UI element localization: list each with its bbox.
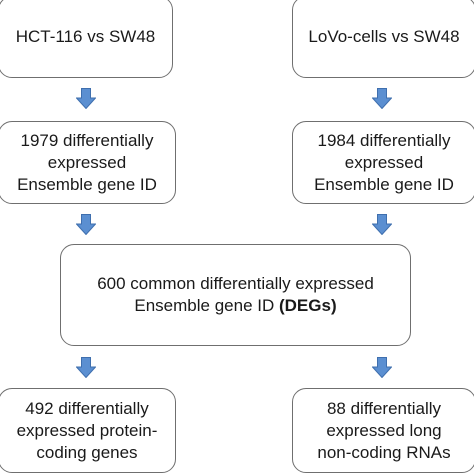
box-88-line-3: non-coding RNAs [317,442,451,462]
down-arrow-icon [76,214,96,235]
box-hct116-label: HCT-116 vs SW48 [15,27,156,46]
down-arrow-icon [372,214,392,235]
box-1979-line-1: 1979 differentially [20,130,154,150]
down-arrow-icon [76,88,96,109]
box-1979-line-3: Ensemble gene ID [17,174,157,194]
box-492-protein-coding: 492 differentially expressed protein- co… [0,388,176,473]
box-common-line-2: Ensemble gene ID (DEGs) [97,295,374,317]
box-1979-degs: 1979 differentially expressed Ensemble g… [0,121,176,204]
box-492-line-1: 492 differentially [25,398,149,418]
box-lovo-label: LoVo-cells vs SW48 [308,27,460,46]
box-common-line-2-text: Ensemble gene ID [134,296,279,315]
box-492-line-3: coding genes [36,442,138,462]
down-arrow-icon [76,357,96,378]
box-1979-line-2: expressed [47,152,127,172]
box-hct116-vs-sw48: HCT-116 vs SW48 [0,0,173,78]
box-1984-degs: 1984 differentially expressed Ensemble g… [292,121,474,204]
box-1984-line-3: Ensemble gene ID [314,174,454,194]
box-lovo-vs-sw48: LoVo-cells vs SW48 [292,0,474,78]
down-arrow-icon [372,88,392,109]
box-88-line-2: expressed long [326,420,442,440]
box-1984-line-1: 1984 differentially [317,130,451,150]
box-common-degs-bold: (DEGs) [278,296,337,315]
box-88-lncrna: 88 differentially expressed long non-cod… [292,388,474,473]
down-arrow-icon [372,357,392,378]
box-492-line-2: expressed protein- [16,420,158,440]
box-common-line-1: 600 common differentially expressed [97,274,374,293]
box-common-degs: 600 common differentially expressed Ense… [60,244,411,346]
box-1984-line-2: expressed [344,152,424,172]
box-88-line-1: 88 differentially [326,398,442,418]
